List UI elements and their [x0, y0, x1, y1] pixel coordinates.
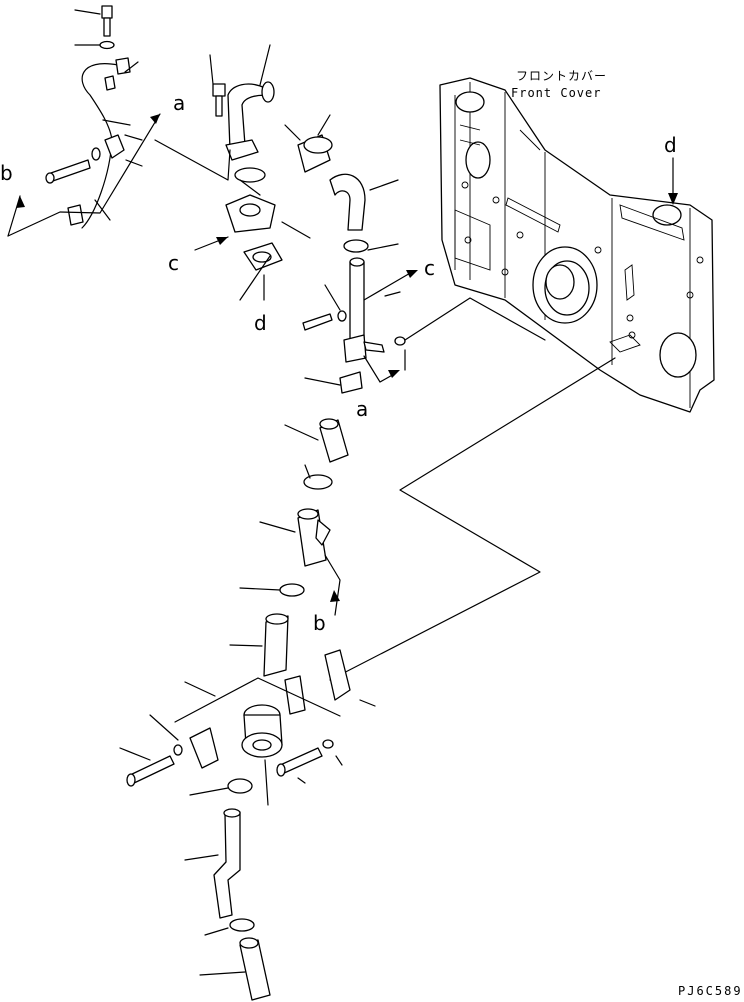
front-cover-part — [439, 77, 715, 413]
ref-line-c-right — [363, 271, 413, 301]
connector-line-lower — [329, 357, 616, 681]
lower-hose — [184, 808, 271, 1001]
ref-label-b-mid: b — [313, 611, 326, 635]
arrow-b-top — [16, 196, 25, 208]
hose-stack — [229, 418, 349, 677]
cover-label-en: Front Cover — [511, 86, 601, 100]
leader-elbow — [154, 139, 231, 181]
tee-pipe — [302, 257, 406, 394]
sensor-assembly — [45, 5, 143, 229]
arrow-b-mid — [330, 590, 340, 602]
connector-line-upper — [404, 297, 546, 341]
arrow-d-right — [668, 193, 678, 205]
drawing-code: PJ6C589 — [678, 984, 743, 998]
arrow-a-mid — [388, 370, 400, 378]
ref-label-d-right: d — [664, 133, 677, 157]
ref-line-a-top — [7, 113, 161, 237]
arrow-c-left — [216, 237, 228, 245]
ref-label-c-left: c — [168, 251, 179, 275]
elbow-housing — [209, 44, 399, 301]
cover-label-jp: フロントカバー — [516, 69, 607, 83]
ref-line-a-mid — [363, 355, 397, 383]
spool-brackets — [119, 649, 376, 806]
ref-line-b-mid — [324, 554, 341, 616]
ref-label-b-top: b — [0, 161, 13, 185]
ref-label-a-mid: a — [356, 397, 368, 421]
ref-label-a-top: a — [173, 91, 185, 115]
arrow-a-top — [150, 114, 160, 124]
arrow-c-right — [406, 270, 418, 278]
ref-label-d-left: d — [254, 311, 267, 335]
ref-label-c-right: c — [424, 256, 435, 280]
